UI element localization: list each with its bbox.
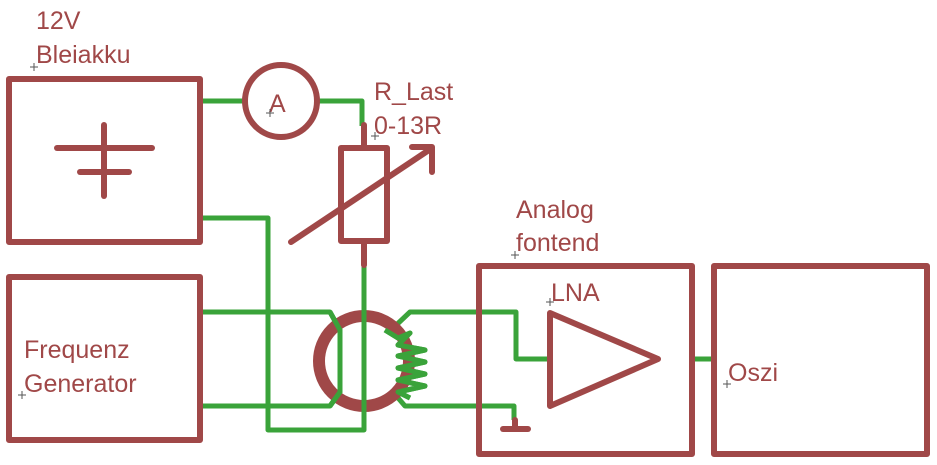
origin-markers <box>18 109 731 399</box>
ground-icon <box>500 417 531 432</box>
load-resistor[interactable]: R_Last 0-13R <box>288 78 453 268</box>
ammeter-label: A <box>269 90 286 118</box>
battery[interactable]: 12V Bleiakku <box>6 7 203 245</box>
frontend-label-line1: Analog <box>516 196 594 224</box>
battery-label-voltage: 12V <box>36 7 81 35</box>
wire-secondary-bottom <box>391 390 517 420</box>
wire-secondary-top <box>389 309 550 362</box>
adjust-arrow-icon <box>288 144 435 245</box>
frequency-generator[interactable]: Frequenz Generator <box>6 274 203 443</box>
resistor-label-range: 0-13R <box>374 112 442 140</box>
amplifier-icon <box>547 310 661 409</box>
analog-frontend-box[interactable] <box>476 263 695 457</box>
analog-frontend[interactable]: Analog fontend LNA <box>476 196 695 457</box>
freqgen-label-line2: Generator <box>24 370 137 398</box>
oscilloscope[interactable]: Oszi <box>711 263 930 457</box>
oscilloscope-box[interactable] <box>711 263 930 457</box>
current-transformer[interactable] <box>313 305 428 417</box>
battery-label-type: Bleiakku <box>36 41 131 69</box>
frontend-label-line2: fontend <box>516 229 599 257</box>
freqgen-label-line1: Frequenz <box>24 336 130 364</box>
ammeter[interactable]: A <box>242 62 320 140</box>
battery-box[interactable] <box>6 76 203 245</box>
wire-ammeter-resistor <box>318 98 365 126</box>
frequency-generator-box[interactable] <box>6 274 203 443</box>
oscilloscope-label: Oszi <box>728 359 778 387</box>
ammeter-icon[interactable] <box>242 62 320 140</box>
lna-label: LNA <box>551 279 600 307</box>
battery-icon <box>54 122 155 199</box>
resistor-label-name: R_Last <box>374 78 453 106</box>
